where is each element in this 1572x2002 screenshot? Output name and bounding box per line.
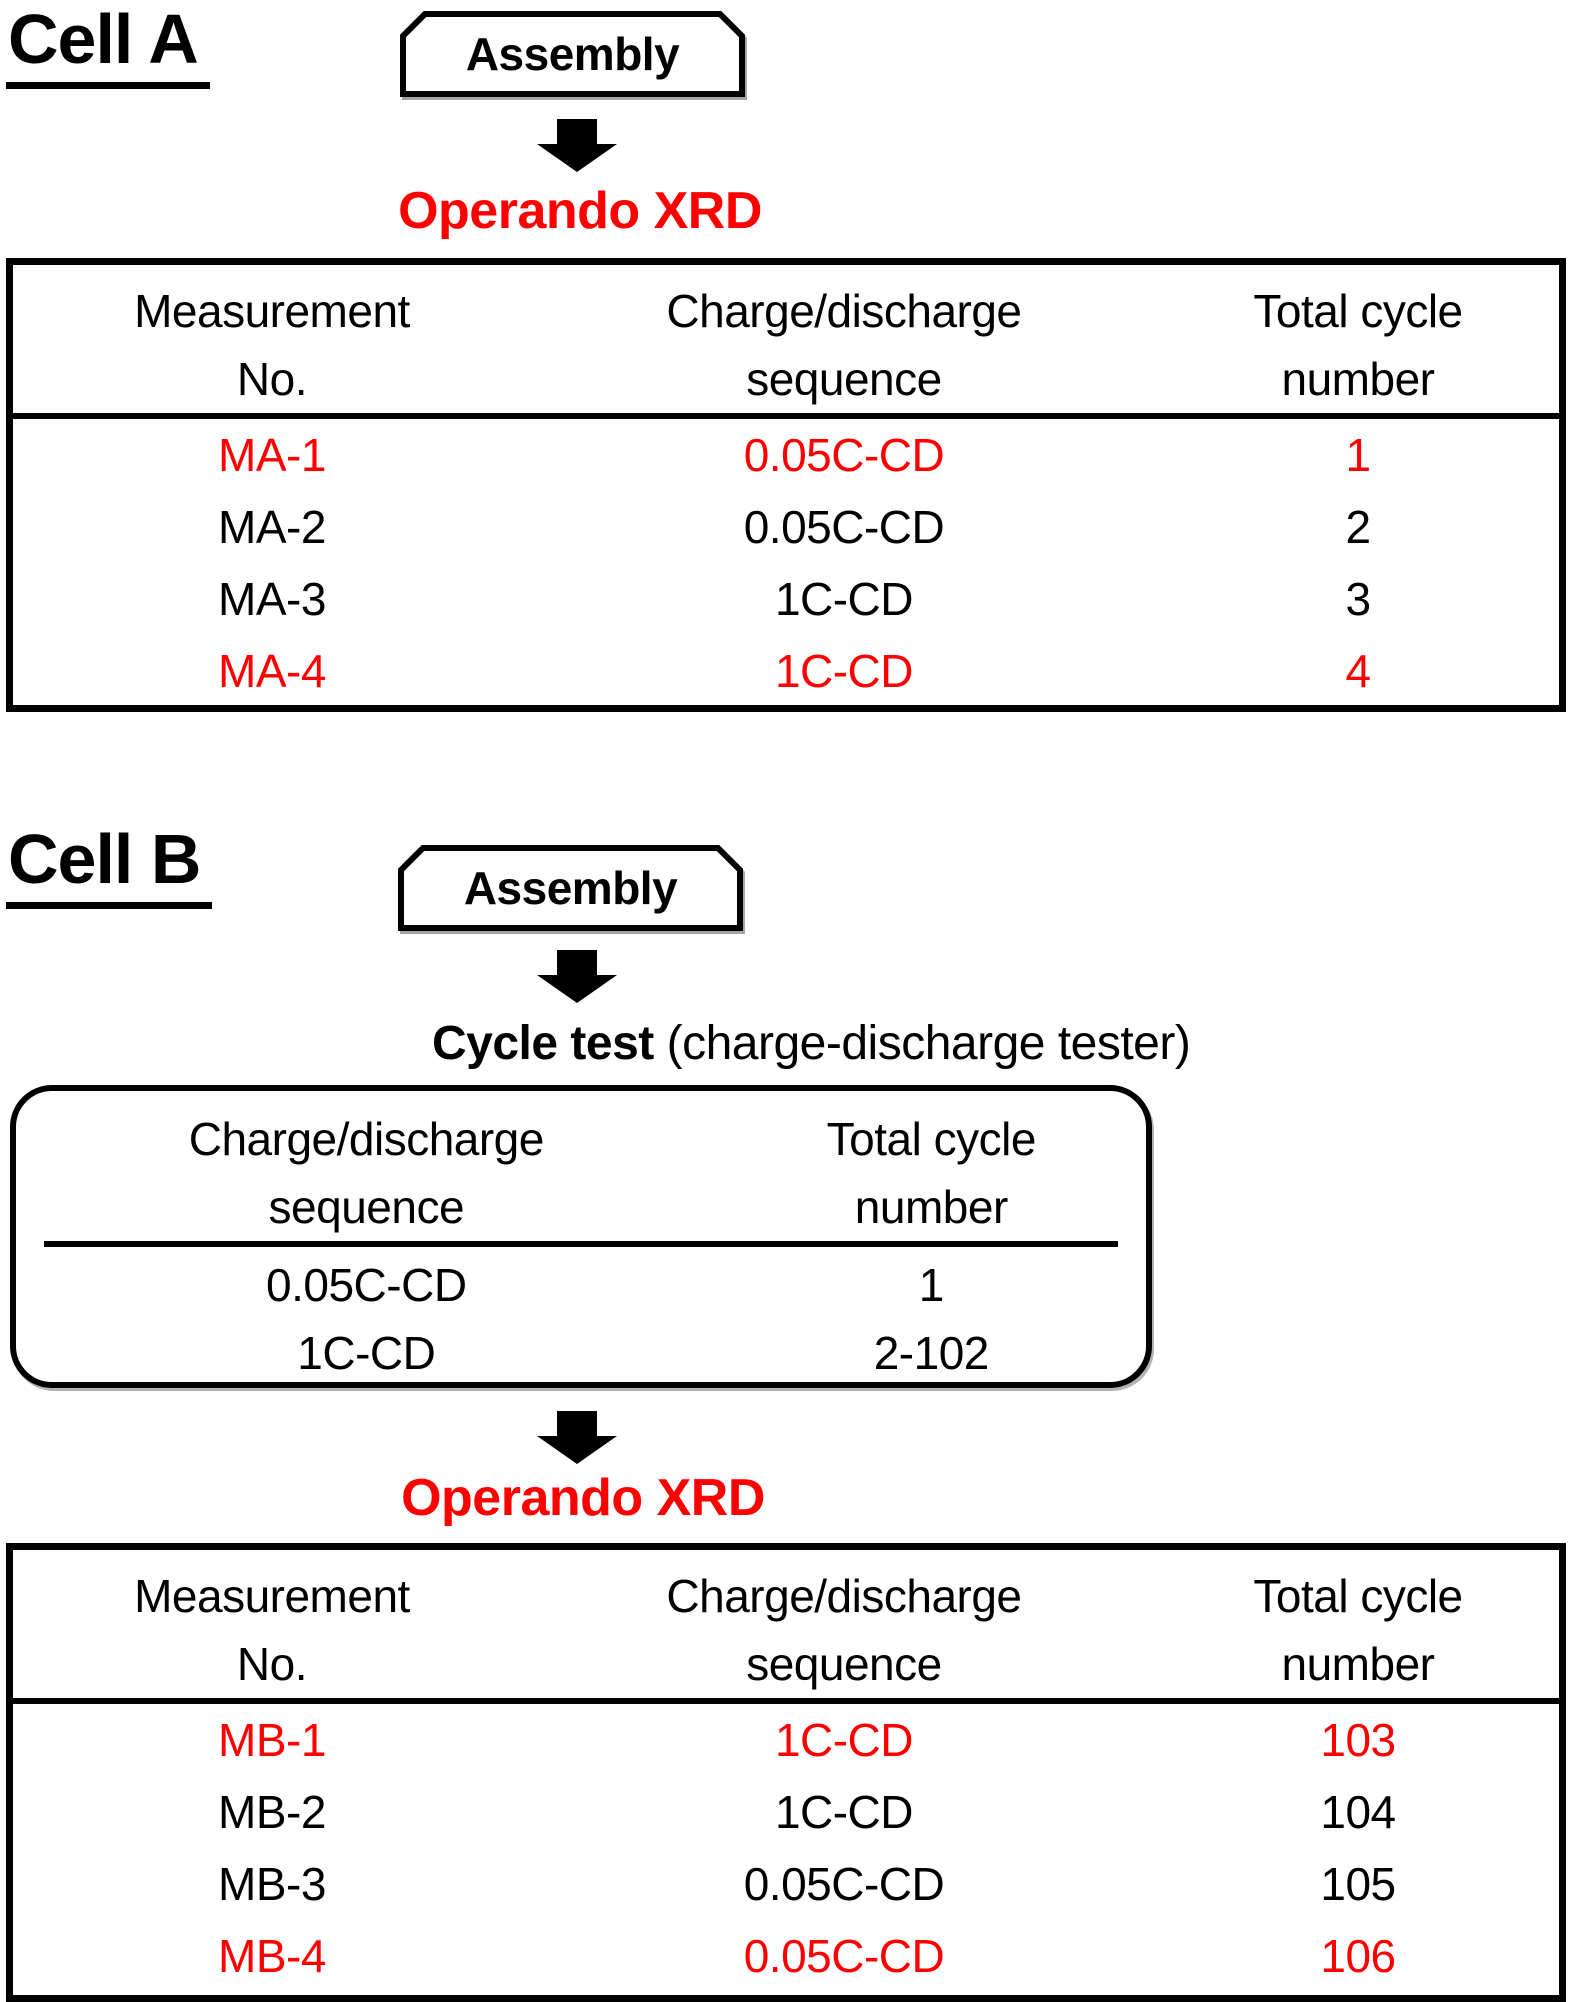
cell-a-title: Cell A — [6, 4, 210, 89]
sequence-value: 0.05C-CD — [743, 1930, 945, 1982]
cycle-test-bold-text: Cycle test — [432, 1017, 654, 1070]
table-row: 1C-CD 2-102 — [16, 1319, 1146, 1387]
cell-b-assembly-box: Assembly — [398, 845, 743, 931]
col-header-measurement-line1: Measurement — [134, 1570, 410, 1622]
table-header: Measurement Charge/discharge Total cycle… — [13, 265, 1559, 413]
header-separator-line — [13, 413, 1559, 419]
measurement-no: MA-4 — [218, 645, 326, 697]
cycle-number: 2-102 — [873, 1327, 990, 1379]
cycle-number: 3 — [1345, 573, 1371, 625]
cell-b-title: Cell B — [6, 824, 213, 909]
cell-a-assembly-box: Assembly — [400, 11, 745, 97]
table-row: MA-2 0.05C-CD 2 — [13, 491, 1559, 563]
table-row: MB-3 0.05C-CD 105 — [13, 1848, 1559, 1920]
measurement-no: MB-1 — [218, 1714, 326, 1766]
col-header-measurement-line2: No. — [236, 353, 308, 405]
col-header-cycle-line1: Total cycle — [1253, 1570, 1463, 1622]
header-separator-line — [44, 1241, 1118, 1247]
cycle-test-rest-text: (charge-discharge tester) — [653, 1017, 1191, 1070]
cell-b-operando-xrd-label: Operando XRD — [401, 1469, 765, 1527]
measurement-no: MA-2 — [218, 501, 326, 553]
measurement-no: MA-3 — [218, 573, 326, 625]
table-header: Measurement Charge/discharge Total cycle… — [13, 1550, 1559, 1698]
snip-corner-box-shape — [400, 11, 745, 97]
measurement-no: MA-1 — [218, 429, 326, 481]
cycle-number: 1 — [918, 1259, 945, 1311]
col-header-sequence-line1: Charge/discharge — [188, 1113, 545, 1165]
sequence-value: 1C-CD — [774, 1786, 914, 1838]
measurement-no: MB-2 — [218, 1786, 326, 1838]
col-header-sequence-line1: Charge/discharge — [666, 1570, 1022, 1622]
cycle-number: 103 — [1320, 1714, 1396, 1766]
table-row: MA-4 1C-CD 4 — [13, 635, 1559, 707]
sequence-value: 1C-CD — [774, 573, 914, 625]
col-header-cycle-line1: Total cycle — [1253, 285, 1463, 337]
sequence-value: 1C-CD — [297, 1327, 436, 1379]
col-header-measurement-line1: Measurement — [134, 285, 410, 337]
table-row: MA-3 1C-CD 3 — [13, 563, 1559, 635]
down-arrow-icon — [537, 950, 617, 1003]
cell-a-operando-xrd-label: Operando XRD — [398, 182, 762, 240]
snip-corner-box-shape — [398, 845, 743, 931]
cycle-number: 105 — [1320, 1858, 1396, 1910]
col-header-sequence-line2: sequence — [268, 1181, 465, 1233]
down-arrow-icon — [537, 1411, 617, 1464]
table-row: MB-1 1C-CD 103 — [13, 1704, 1559, 1776]
cycle-number: 104 — [1320, 1786, 1396, 1838]
sequence-value: 1C-CD — [774, 1714, 914, 1766]
sequence-value: 0.05C-CD — [743, 1858, 945, 1910]
table-row: 0.05C-CD 1 — [16, 1251, 1146, 1319]
cell-a-measurement-table: Measurement Charge/discharge Total cycle… — [6, 258, 1566, 712]
header-separator-line — [13, 1698, 1559, 1704]
col-header-cycle-line1: Total cycle — [826, 1113, 1037, 1165]
table-row: MB-4 0.05C-CD 106 — [13, 1920, 1559, 1992]
col-header-sequence-line2: sequence — [746, 1638, 942, 1690]
cycle-number: 2 — [1345, 501, 1371, 553]
col-header-cycle-line2: number — [1281, 353, 1435, 405]
table-row: MB-2 1C-CD 104 — [13, 1776, 1559, 1848]
col-header-measurement-line2: No. — [236, 1638, 308, 1690]
cell-b-measurement-table: Measurement Charge/discharge Total cycle… — [6, 1543, 1566, 2002]
cell-a-assembly-label: Assembly — [465, 28, 680, 80]
sequence-value: 0.05C-CD — [743, 501, 945, 553]
col-header-sequence-line1: Charge/discharge — [666, 285, 1022, 337]
cycle-test-label: Cycle test (charge-discharge tester) — [432, 1017, 1191, 1071]
cycle-number: 1 — [1345, 429, 1371, 481]
cycle-test-table: Charge/discharge Total cycle sequence nu… — [10, 1085, 1152, 1388]
measurement-no: MB-3 — [218, 1858, 326, 1910]
down-arrow-icon — [537, 119, 617, 172]
sequence-value: 1C-CD — [774, 645, 914, 697]
sequence-value: 0.05C-CD — [743, 429, 945, 481]
table-header: Charge/discharge Total cycle sequence nu… — [16, 1091, 1146, 1241]
measurement-no: MB-4 — [218, 1930, 326, 1982]
col-header-cycle-line2: number — [854, 1181, 1008, 1233]
col-header-sequence-line2: sequence — [746, 353, 942, 405]
cell-b-assembly-label: Assembly — [463, 862, 678, 914]
table-row: MA-1 0.05C-CD 1 — [13, 419, 1559, 491]
sequence-value: 0.05C-CD — [266, 1259, 467, 1311]
cycle-number: 106 — [1320, 1930, 1396, 1982]
cycle-number: 4 — [1345, 645, 1371, 697]
col-header-cycle-line2: number — [1281, 1638, 1435, 1690]
